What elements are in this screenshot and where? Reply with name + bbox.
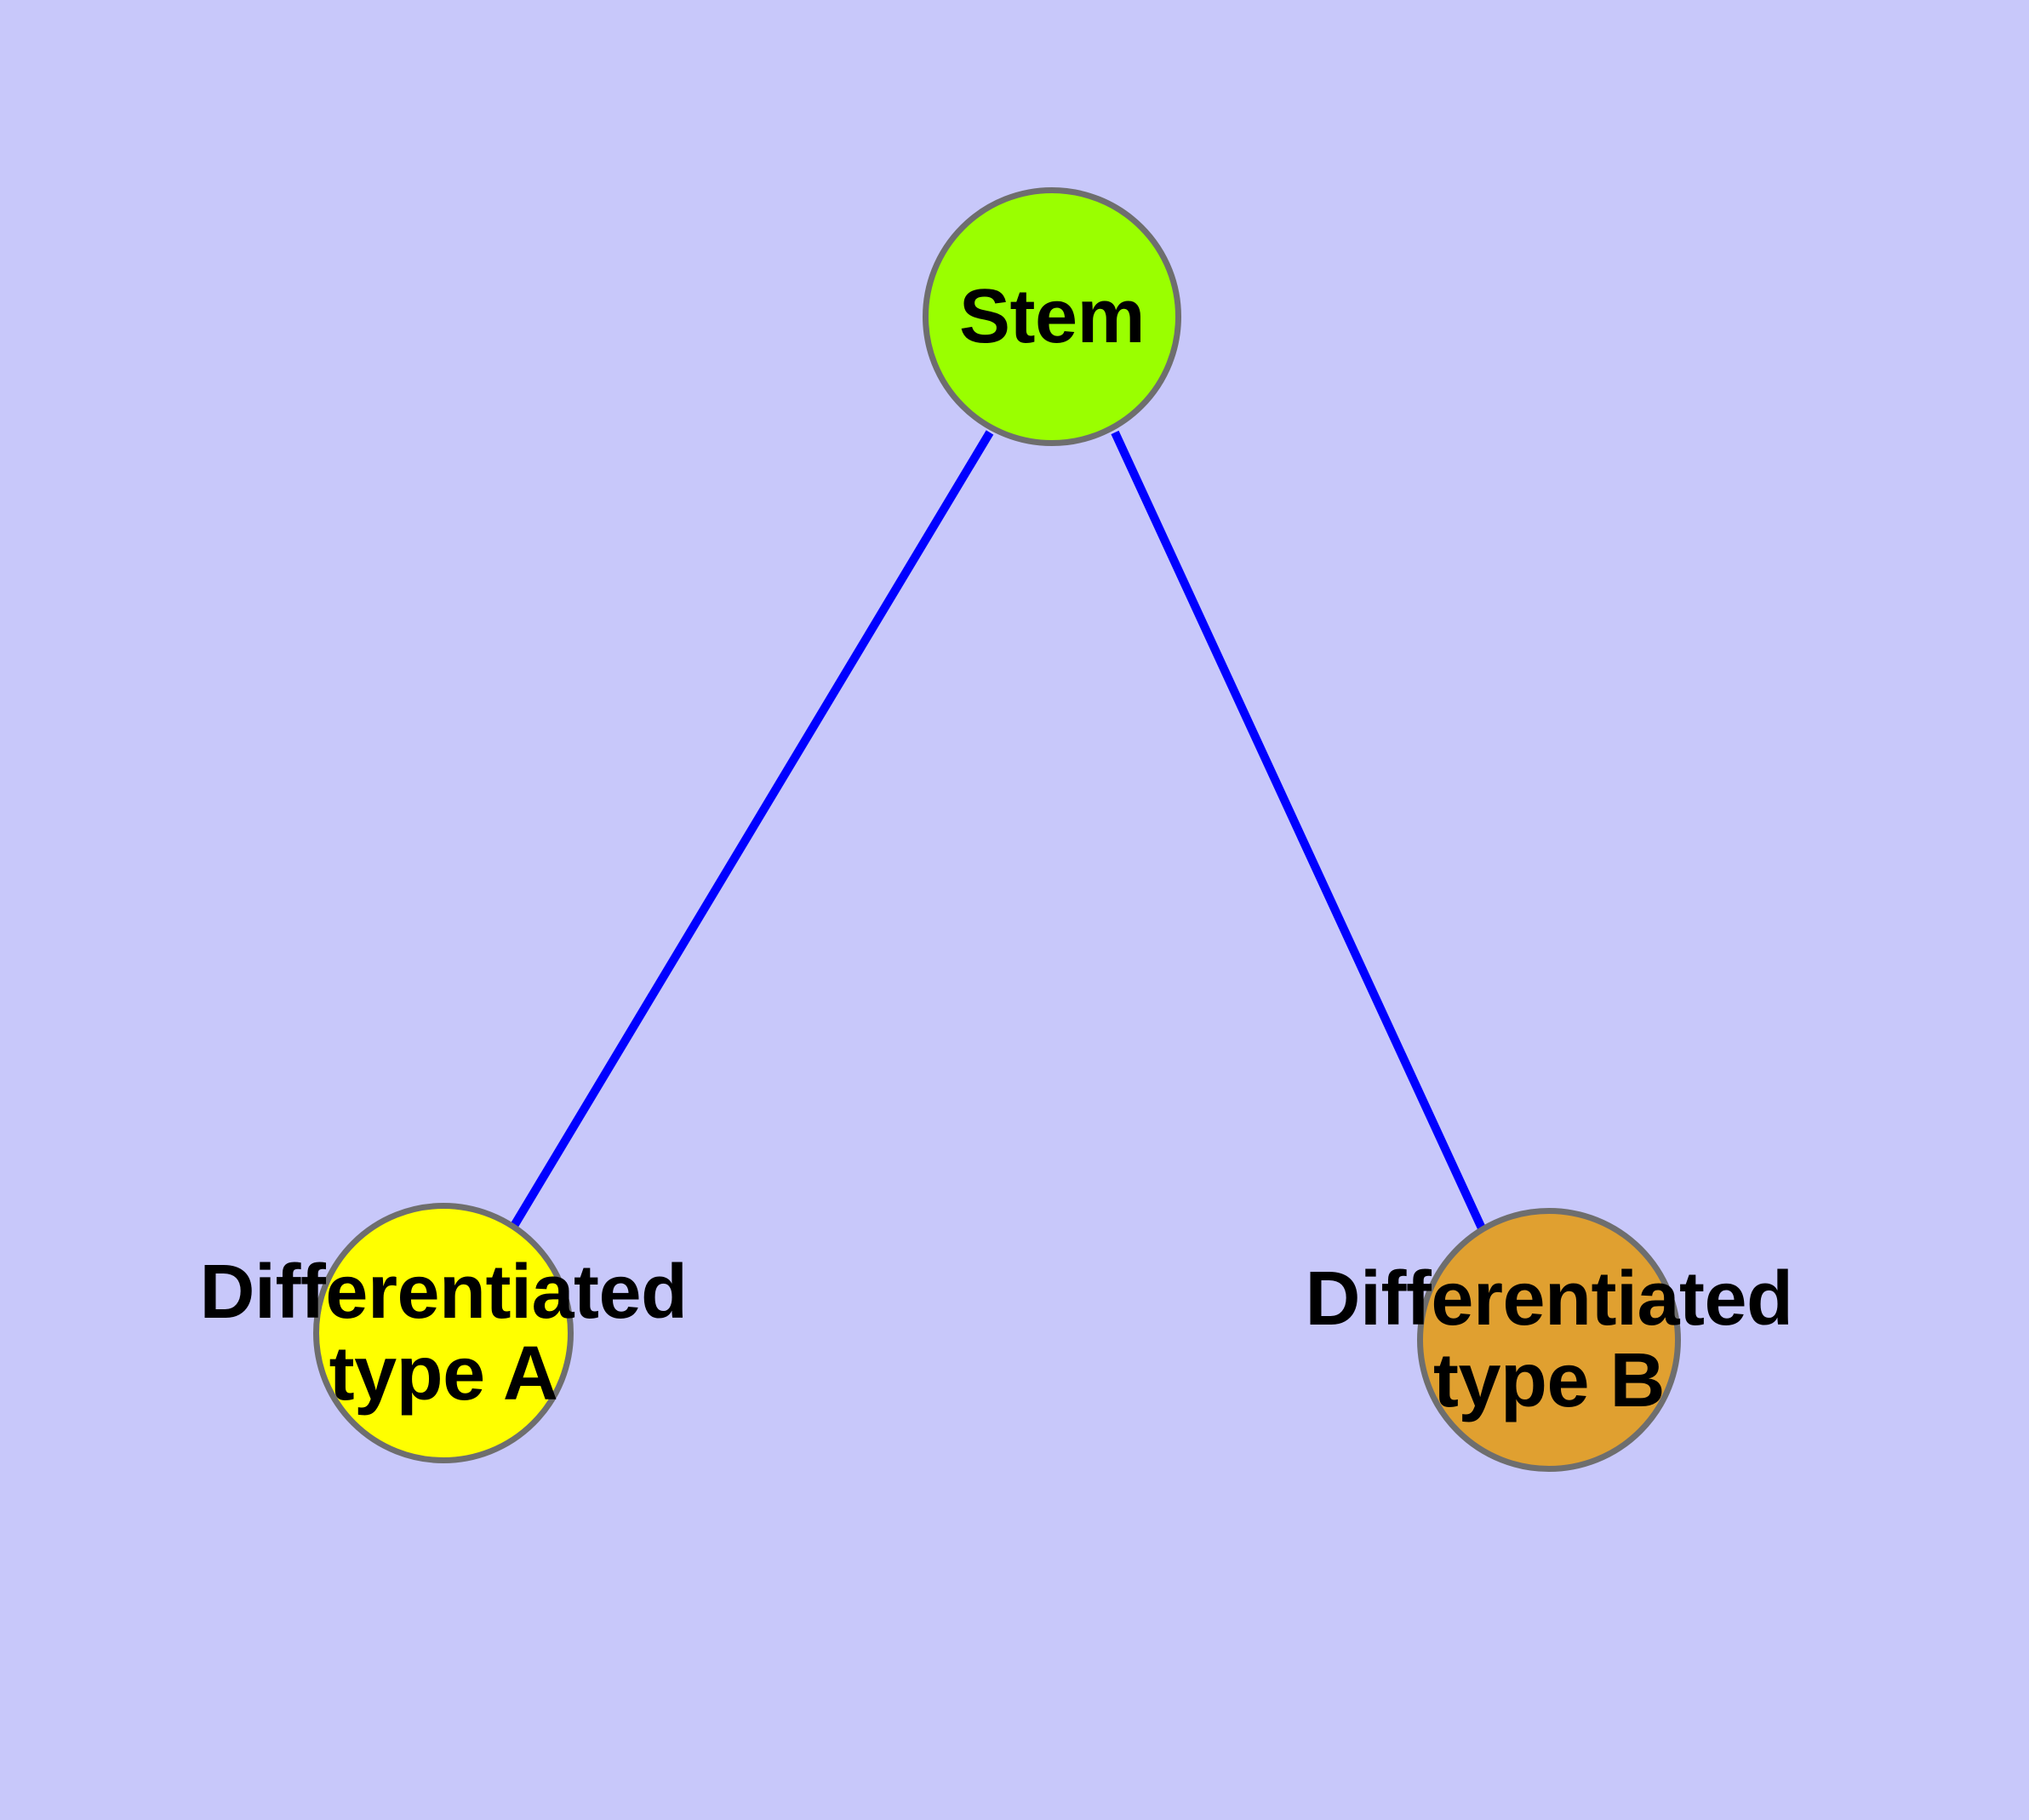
edge-stem-to-differentiated-type-b xyxy=(1111,430,1487,1233)
edge-stem-to-differentiated-type-a xyxy=(510,430,994,1228)
node-differentiated-type-b[interactable] xyxy=(1417,1208,1681,1472)
node-stem[interactable] xyxy=(923,187,1181,446)
node-differentiated-type-a[interactable] xyxy=(313,1203,574,1463)
